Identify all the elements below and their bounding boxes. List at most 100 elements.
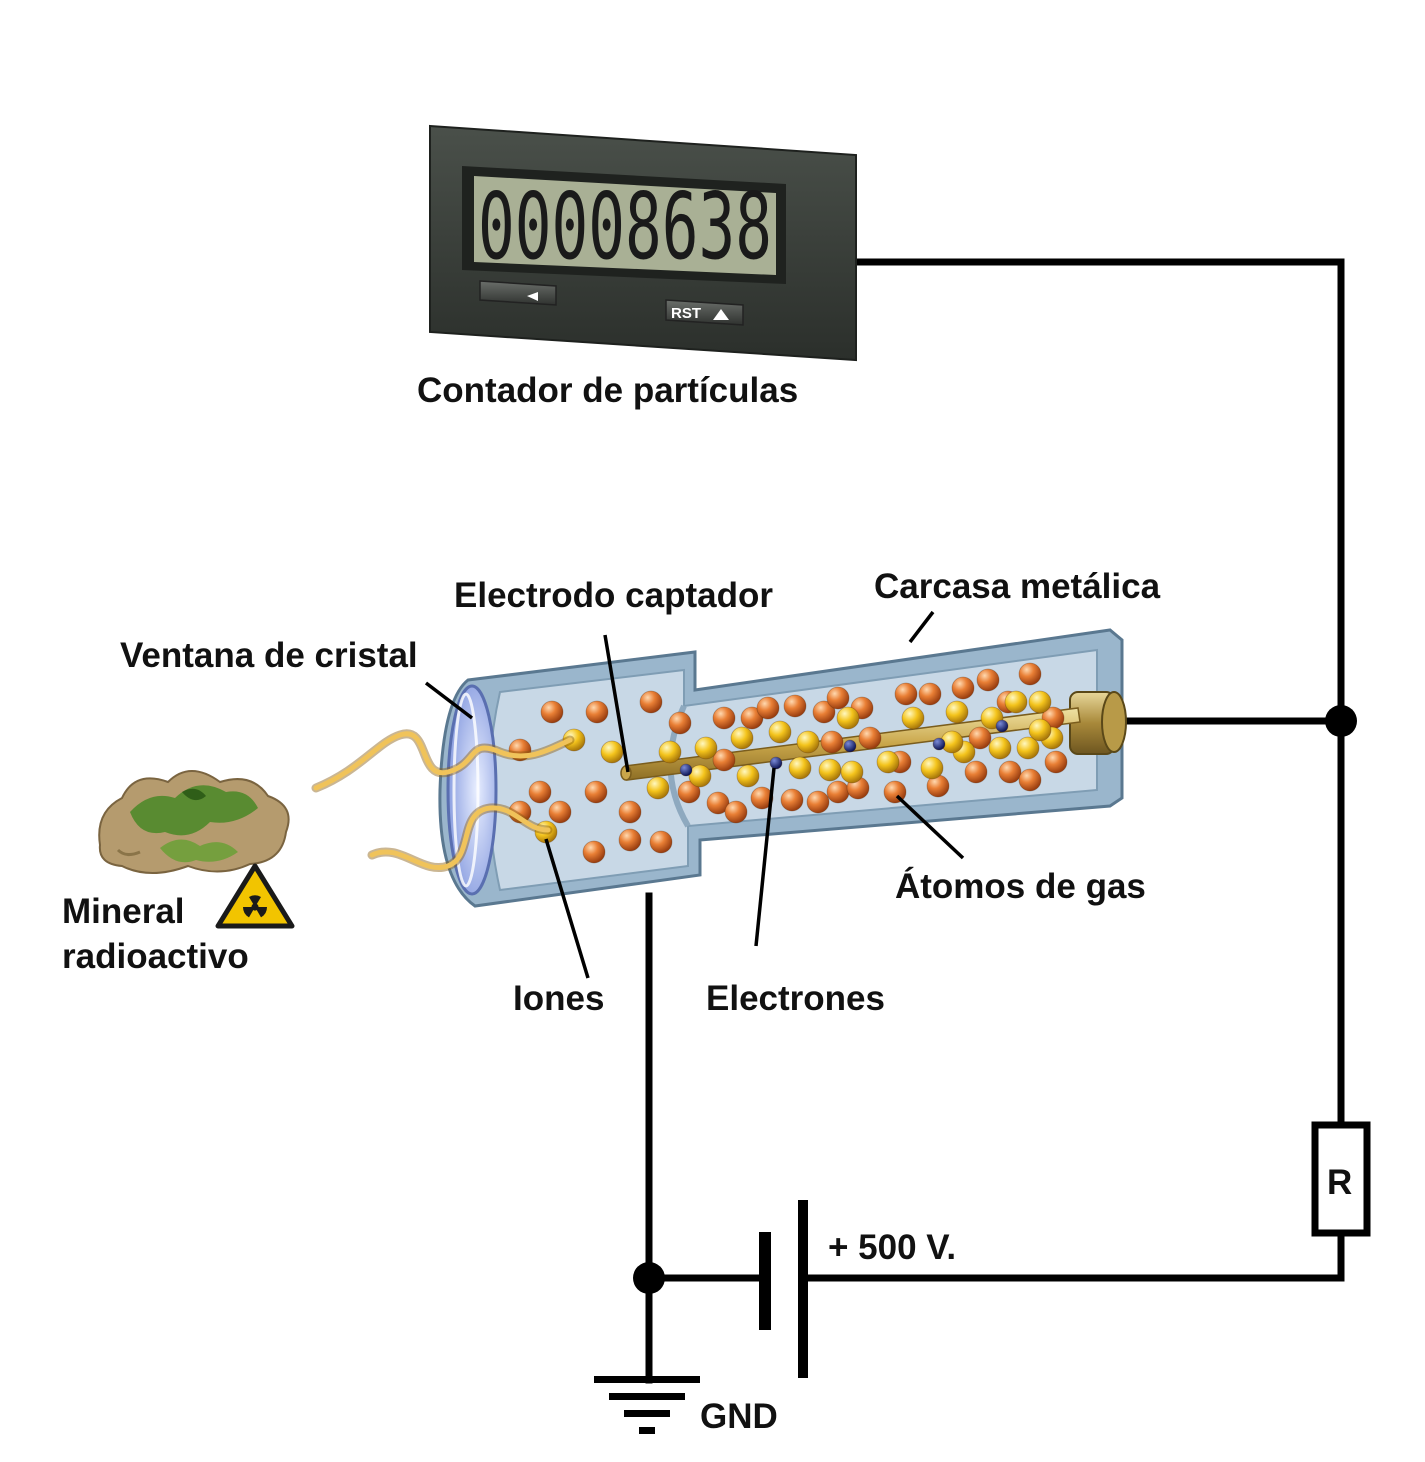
ion: [1028, 718, 1052, 742]
up-arrow-icon: [713, 309, 729, 320]
ion: [836, 706, 860, 730]
gas-atom: [918, 682, 942, 706]
label-mineral-line2: radioactivo: [62, 937, 249, 976]
counter-reading: 00008638: [478, 173, 772, 280]
particle-counter-device: 00008638 RST: [429, 124, 857, 362]
gas-atom: [582, 840, 606, 864]
label-gas-atoms: Átomos de gas: [895, 866, 1146, 906]
gas-atom: [783, 694, 807, 718]
resistor: [1311, 1121, 1371, 1237]
ion: [901, 706, 925, 730]
ion: [788, 756, 812, 780]
ion: [1028, 690, 1052, 714]
ion: [945, 700, 969, 724]
particles-layer: [508, 662, 1068, 864]
electron: [995, 719, 1009, 733]
gas-atom: [639, 690, 663, 714]
gas-atom: [618, 828, 642, 852]
counter-label: Contador de partículas: [417, 371, 798, 410]
label-voltage: + 500 V.: [828, 1228, 956, 1267]
gas-atom: [820, 730, 844, 754]
gas-atom: [585, 700, 609, 724]
ion: [920, 756, 944, 780]
battery-symbol: [759, 1200, 808, 1378]
ion: [730, 726, 754, 750]
gas-atom: [649, 830, 673, 854]
gas-atom: [712, 706, 736, 730]
label-ground: GND: [700, 1397, 778, 1436]
label-metal-casing: Carcasa metálica: [874, 567, 1161, 606]
gas-atom: [858, 726, 882, 750]
gas-atom: [826, 686, 850, 710]
battery-positive-plate: [798, 1200, 808, 1378]
ion: [1016, 736, 1040, 760]
gas-atom: [706, 791, 730, 815]
counter-lcd-screen: [474, 176, 776, 275]
ion: [818, 758, 842, 782]
gas-atom: [964, 760, 988, 784]
label-glass-window: Ventana de cristal: [120, 636, 418, 675]
radioactive-mineral: [98, 770, 290, 874]
gas-atom: [1018, 662, 1042, 686]
gas-atom: [677, 780, 701, 804]
leader-lines: [424, 610, 965, 979]
ion: [600, 740, 624, 764]
gas-atom: [976, 668, 1000, 692]
gas-atom: [712, 748, 736, 772]
gas-atom: [968, 726, 992, 750]
gas-atom: [780, 788, 804, 812]
leader-ions: [544, 838, 590, 979]
gas-atom: [951, 676, 975, 700]
ion: [646, 776, 670, 800]
label-electrons: Electrones: [706, 979, 885, 1018]
counter-back-button[interactable]: [479, 280, 557, 306]
electron: [843, 739, 857, 753]
gas-atom: [528, 780, 552, 804]
ion: [796, 730, 820, 754]
leader-glass-window: [424, 681, 474, 720]
electron: [932, 737, 946, 751]
wire-resistor-to-battery: [799, 1229, 1345, 1282]
ion: [736, 764, 760, 788]
gas-atom: [894, 682, 918, 706]
electron: [769, 756, 783, 770]
ion: [694, 736, 718, 760]
ground-symbol: [594, 1376, 700, 1434]
junction-node-bottom: [633, 1262, 665, 1294]
gas-atom: [548, 800, 572, 824]
ion: [658, 740, 682, 764]
ion: [988, 736, 1012, 760]
label-resistor: R: [1327, 1163, 1352, 1202]
gas-atom: [540, 700, 564, 724]
geiger-tube: [438, 628, 1127, 908]
label-mineral-line1: Mineral: [62, 892, 185, 931]
gas-atom: [812, 700, 836, 724]
gas-atom: [724, 800, 748, 824]
gas-atom: [1044, 750, 1068, 774]
gas-atom: [756, 696, 780, 720]
label-collector-electrode: Electrodo captador: [454, 576, 773, 615]
radiation-warning-icon: [215, 863, 295, 929]
ion: [840, 760, 864, 784]
circuit-wires: [645, 258, 1345, 1384]
leader-collector-electrode: [603, 634, 630, 773]
radiation-waves: [311, 729, 575, 873]
gas-atom: [1018, 768, 1042, 792]
gas-atom: [668, 711, 692, 735]
label-ions: Iones: [513, 979, 604, 1018]
left-arrow-icon: [527, 292, 538, 301]
tube-end-cap: [1069, 691, 1127, 755]
resistor-body: [1311, 1121, 1371, 1237]
ion: [1004, 690, 1028, 714]
reset-button-label: RST: [671, 305, 701, 322]
electron: [679, 763, 693, 777]
ion: [876, 750, 900, 774]
ion: [688, 764, 712, 788]
ion: [562, 728, 586, 752]
gas-atom: [806, 790, 830, 814]
counter-reset-button[interactable]: RST: [665, 299, 744, 326]
junction-node-top: [1325, 705, 1357, 737]
leader-metal-casing: [908, 610, 935, 644]
battery-negative-plate: [759, 1232, 771, 1330]
